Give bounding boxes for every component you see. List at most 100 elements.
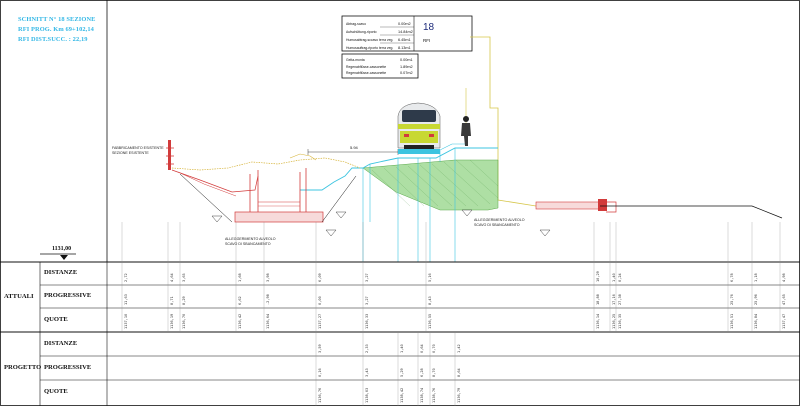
distanza-attuale: 10,29 (596, 271, 600, 282)
quantity-label: Regenabflüsse-cassonette (346, 64, 387, 69)
quantities-box-bottom (341, 53, 419, 79)
row-label-progressive-progetto: PROGRESSIVE (44, 364, 92, 371)
quantity-label: Humusauftrag-riporto terra veg. (346, 46, 394, 50)
distanza-attuale: 3,27 (365, 273, 369, 282)
reference-level-label: 1131,00 (52, 246, 72, 252)
quantity-value: 14.84m2 (398, 30, 413, 34)
quota-attuale: 1136,14 (596, 313, 600, 329)
quantity-value: 8.13m1 (398, 46, 411, 50)
distanza-progetto: 1,40 (400, 344, 404, 353)
distanza-attuale: 3,98 (266, 273, 270, 282)
distanza-attuale: 3,65 (182, 273, 186, 282)
distanza-attuale: 4,64 (170, 273, 174, 282)
distanza-attuale: 4,98 (782, 273, 786, 282)
progressiva-attuale: 8,29 (182, 296, 186, 305)
dimension-label: 5.94 (350, 145, 358, 150)
progressiva-attuale: 6,62 (238, 296, 242, 305)
embankment-fill (362, 159, 499, 211)
row-label-progressive-attuali: PROGRESSIVE (44, 292, 92, 299)
quota-progetto: 1136,76 (318, 387, 322, 403)
quantity-label: Gelta-monta (346, 58, 365, 62)
quota-attuale: 1137,10 (124, 313, 128, 329)
quota-progetto: 1138,76 (432, 387, 436, 403)
existing-ground-profile (171, 157, 361, 171)
quantities-box-top (341, 15, 473, 52)
drain-left-label: ALLEGGERIMENTO ALVEOLO (225, 237, 276, 241)
progressiva-attuale: 25,76 (730, 294, 734, 305)
right-existing-structure (535, 199, 617, 213)
quota-attuale: 1136,55 (428, 313, 432, 329)
quota-attuale: 1136,64 (266, 313, 270, 329)
distanza-progetto: 0,70 (432, 344, 436, 353)
progressiva-attuale: 0,00 (318, 296, 322, 305)
quota-progetto: 1138,74 (420, 387, 424, 403)
quota-progetto: 1138,03 (365, 387, 369, 403)
train-icon (397, 102, 441, 154)
quota-attuale: 1136,70 (182, 313, 186, 329)
distanza-progetto: 0,64 (420, 344, 424, 353)
group-label-progetto: PROGETTO (4, 364, 42, 371)
distanza-attuale: 1,18 (754, 273, 758, 282)
quota-progetto: 1138,42 (400, 387, 404, 403)
station-lines (121, 222, 781, 406)
existing-drainage-structure (171, 168, 324, 223)
person-icon (461, 116, 471, 146)
data-table-grid (0, 261, 800, 406)
drain-slopes (179, 173, 357, 223)
reference-level-marker (40, 253, 76, 260)
section-distance: RFI DIST.SUCC. : 22,19 (18, 36, 88, 43)
row-label-distanze-progetto: DISTANZE (44, 340, 78, 347)
drain-right-label: ALLEGGERIMENTO ALVEOLO (474, 218, 525, 222)
quantity-label: Humusabtrag-sccavo terra veg. (346, 38, 394, 42)
section-number: 18 (423, 22, 435, 33)
existing-ground-mound (289, 153, 317, 161)
quota-attuale: 1137,47 (782, 313, 786, 329)
distanza-attuale: 5,16 (428, 273, 432, 282)
section-owner: RFI (423, 38, 431, 43)
progressiva-progetto: 8,64 (457, 368, 461, 377)
progressiva-progetto: 0,16 (318, 368, 322, 377)
progressiva-progetto: 3,43 (365, 368, 369, 377)
progressiva-progetto: 6,28 (420, 368, 424, 377)
quota-attuale: 1136,19 (170, 313, 174, 329)
distanza-progetto: 3,59 (318, 344, 322, 353)
quantity-label: Aufschüttung-riporto (346, 30, 377, 34)
existing-fence-label: FABBRICAMENTO ESISTENTE (112, 146, 164, 150)
existing-fence-label-2: SEZIONE ESISTENTE (112, 151, 149, 155)
quantity-label: Regenabflüsse-cassonette (346, 71, 387, 75)
group-label-attuali: ATTUALI (4, 293, 34, 300)
progressiva-attuale: 8,43 (428, 296, 432, 305)
distanza-attuale: 1,68 (238, 273, 242, 282)
quota-attuale: 1136,35 (618, 313, 622, 329)
project-platform (439, 143, 468, 162)
progressiva-attuale: 8,71 (170, 296, 174, 305)
existing-terrain-right (600, 205, 783, 219)
existing-fence-post (166, 140, 174, 170)
progressiva-attuale: 47,65 (782, 294, 786, 305)
distanza-attuale: 6,78 (730, 273, 734, 282)
distanza-progetto: 1,42 (457, 344, 461, 353)
quota-attuale: 1136,33 (365, 313, 369, 329)
progressiva-progetto: 5,29 (400, 368, 404, 377)
quota-attuale: 1136,51 (730, 313, 734, 329)
quantity-value: 0.07m2 (400, 71, 413, 75)
progressiva-attuale: 11,63 (124, 294, 128, 305)
distanza-attuale: 2,72 (124, 273, 128, 282)
progressiva-attuale: 25,96 (754, 294, 758, 305)
distanza-attuale: 6,09 (318, 273, 322, 282)
quota-attuale: 1137,27 (318, 313, 322, 329)
distanza-attuale: 0,24 (618, 273, 622, 282)
row-label-quote-progetto: QUOTE (44, 388, 68, 395)
row-label-quote-attuali: QUOTE (44, 316, 68, 323)
quota-attuale: 1136,84 (754, 313, 758, 329)
distanza-attuale: 1,40 (612, 273, 616, 282)
quantity-value: 0.00m2 (398, 22, 411, 26)
progressiva-attuale: 27,38 (618, 294, 622, 305)
progressiva-progetto: 8,70 (432, 368, 436, 377)
row-label-distanze-attuali: DISTANZE (44, 269, 78, 276)
section-title: SCHNITT N° 18 SEZIONE (18, 16, 96, 23)
drain-right-label-2: SCAVO DI SBANCAMENTO (474, 223, 520, 227)
drain-left-label-2: SCAVO DI SBANCAMENTO (225, 242, 271, 246)
drainage-symbol-group (211, 209, 551, 237)
